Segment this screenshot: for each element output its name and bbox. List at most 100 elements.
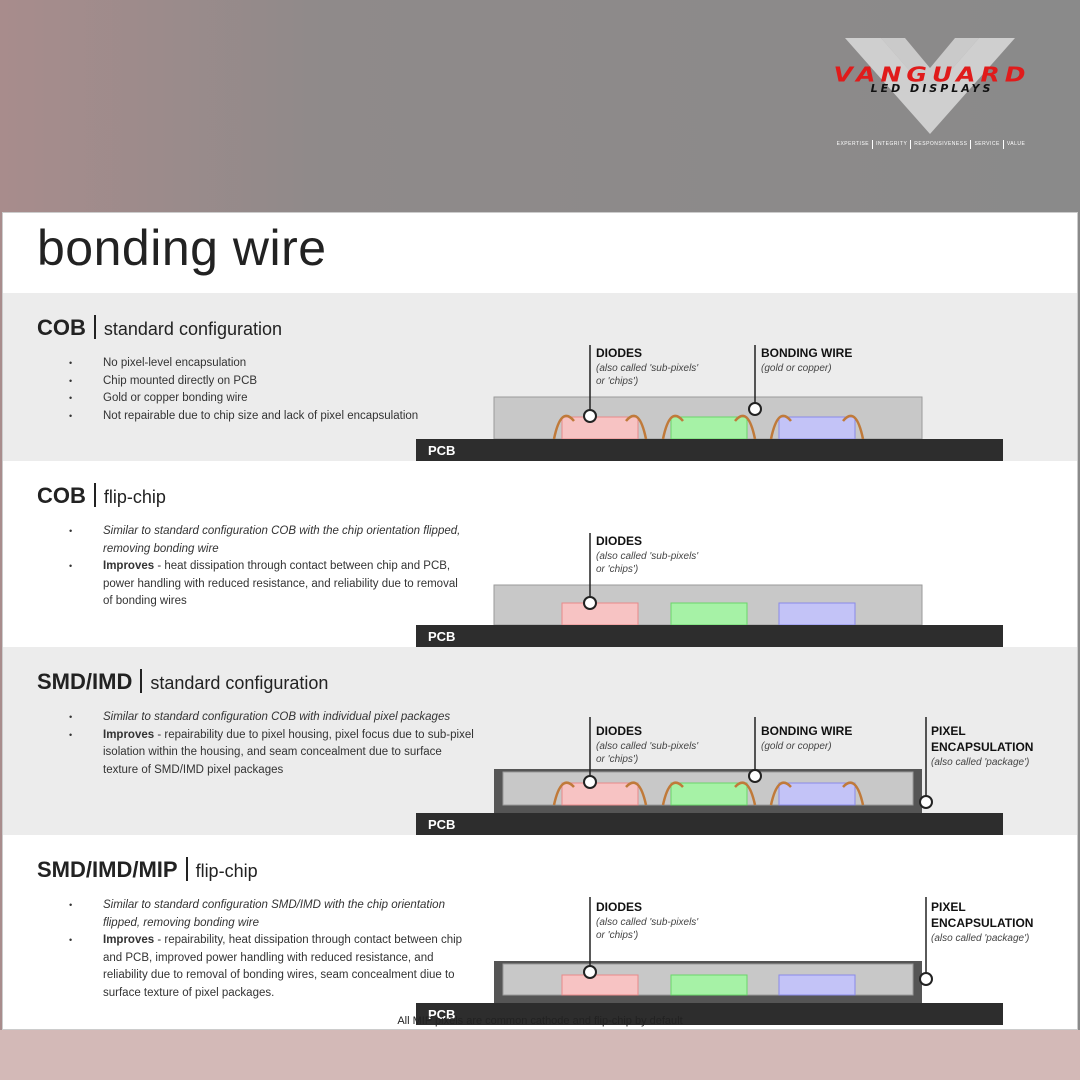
brand-value: EXPERTISE [834, 140, 874, 149]
pcb-board [416, 439, 1003, 461]
bullet-item: Similar to standard configuration SMD/IM… [69, 897, 481, 932]
diodes-note: or 'chips') [596, 376, 638, 387]
bonding-label: BONDING WIRE [761, 724, 852, 738]
diodes-note: or 'chips') [596, 564, 638, 575]
section-title: COB flip-chip [37, 483, 166, 509]
bonding-note: (gold or copper) [761, 741, 832, 752]
diodes-label: DIODES [596, 724, 642, 738]
bullet-list: No pixel-level encapsulation Chip mounte… [69, 355, 418, 425]
diodes-marker [583, 409, 597, 423]
diodes-label: DIODES [596, 534, 642, 548]
bullet-item: Similar to standard configuration COB wi… [69, 523, 469, 558]
section-smd-imd-standard: SMD/IMD standard configuration Similar to… [3, 647, 1077, 835]
diodes-note: (also called 'sub-pixels' [596, 741, 699, 752]
bullet-text: - repairability, heat dissipation throug… [103, 934, 463, 999]
pixel-label: ENCAPSULATION [931, 916, 1033, 930]
diodes-note: (also called 'sub-pixels' [596, 917, 699, 928]
bullet-item: Improves - heat dissipation through cont… [69, 558, 469, 611]
diodes-marker [583, 775, 597, 789]
red-chip [561, 782, 639, 806]
section-name: COB [37, 315, 86, 340]
cob-standard-diagram: PCB DIODES (also called 'sub-pixels' or … [416, 345, 1003, 461]
page-title: bonding wire [37, 220, 327, 276]
cob-flip-chip-diagram: PCB DIODES (also called 'sub-pixels' or … [416, 533, 1003, 647]
pcb-label: PCB [428, 1007, 455, 1022]
pcb-board [416, 1003, 1003, 1025]
pixel-note: (also called 'package') [931, 757, 1029, 768]
diodes-note: or 'chips') [596, 930, 638, 941]
section-name: COB [37, 483, 86, 508]
brand-value: INTEGRITY [873, 140, 912, 149]
section-name: SMD/IMD [37, 669, 133, 694]
bullet-text: - heat dissipation through contact betwe… [103, 560, 458, 607]
pixel-label: PIXEL [931, 724, 966, 738]
bullet-item: Gold or copper bonding wire [69, 390, 418, 408]
brand-value: SERVICE [971, 140, 1004, 149]
brand-value: RESPONSIVENESS [911, 140, 972, 149]
brand-value: VALUE [1006, 141, 1026, 147]
red-chip [561, 602, 639, 626]
brand-logo: VANGUARD LED DISPLAYS EXPERTISE INTEGRIT… [800, 36, 1060, 156]
title-divider [93, 483, 96, 507]
brand-sub: LED DISPLAYS [870, 82, 994, 95]
title-divider [185, 857, 188, 881]
bonding-marker [748, 402, 762, 416]
smd-imd-standard-diagram: PCB DIODES (also called 'sub-pixels' or … [416, 717, 1033, 835]
diodes-note: or 'chips') [596, 754, 638, 765]
section-config: standard configuration [103, 319, 283, 339]
diodes-label: DIODES [596, 900, 642, 914]
bullet-list: Similar to standard configuration COB wi… [69, 709, 479, 779]
bullet-item: Similar to standard configuration COB wi… [69, 709, 479, 727]
red-chip [561, 974, 639, 996]
section-smd-imd-mip-flip-chip: SMD/IMD/MIP flip-chip Similar to standard… [3, 835, 1077, 1029]
bonding-note: (gold or copper) [761, 363, 832, 374]
bonding-label: BONDING WIRE [761, 346, 852, 360]
blue-chip [778, 974, 856, 996]
improves-label: Improves [103, 934, 155, 946]
diodes-note: (also called 'sub-pixels' [596, 363, 699, 374]
bonding-wires [552, 414, 865, 440]
v-mark-icon [845, 38, 1015, 134]
blue-chip [778, 782, 856, 806]
bonding-marker [748, 769, 762, 783]
pcb-board [416, 813, 1003, 835]
bottom-band [0, 1030, 1080, 1080]
section-config: flip-chip [103, 487, 166, 507]
title-divider [93, 315, 96, 339]
diodes-note: (also called 'sub-pixels' [596, 551, 699, 562]
section-title: SMD/IMD standard configuration [37, 669, 328, 695]
bullet-item: Improves - repairability, heat dissipati… [69, 932, 481, 1002]
improves-label: Improves [103, 560, 155, 572]
section-title: COB standard configuration [37, 315, 282, 341]
bullet-item: Improves - repairability due to pixel ho… [69, 727, 479, 780]
diodes-label: DIODES [596, 346, 642, 360]
section-cob-standard: COB standard configuration No pixel-level… [3, 293, 1077, 461]
diodes-marker [583, 965, 597, 979]
bullet-item: Not repairable due to chip size and lack… [69, 408, 418, 426]
blue-chip [778, 602, 856, 626]
green-chip [670, 974, 748, 996]
pcb-label: PCB [428, 443, 455, 458]
pcb-label: PCB [428, 629, 455, 644]
pcb-board [416, 625, 1003, 647]
brand-values: EXPERTISE INTEGRITY RESPONSIVENESS SERVI… [816, 140, 1046, 149]
smd-imd-mip-flip-chip-diagram: PCB DIODES (also called 'sub-pixels' or … [416, 897, 1033, 1025]
section-title: SMD/IMD/MIP flip-chip [37, 857, 258, 883]
section-cob-flip-chip: COB flip-chip Similar to standard configu… [3, 461, 1077, 647]
bonding-wires [552, 781, 865, 806]
improves-label: Improves [103, 728, 155, 741]
section-name: SMD/IMD/MIP [37, 857, 178, 882]
pixel-note: (also called 'package') [931, 933, 1029, 944]
section-config: standard configuration [150, 673, 329, 693]
infographic-panel: bonding wire COB standard configuration N… [2, 212, 1078, 1030]
footnote: All MIP pixels are common cathode and fl… [397, 1015, 683, 1027]
bullet-item: Chip mounted directly on PCB [69, 373, 418, 391]
bullet-list: Similar to standard configuration COB wi… [69, 523, 469, 611]
brand-name: VANGUARD [833, 62, 1031, 87]
pixel-label: ENCAPSULATION [931, 740, 1033, 754]
section-config: flip-chip [195, 861, 258, 881]
pcb-label: PCB [428, 817, 455, 832]
green-chip [670, 602, 748, 626]
green-chip [670, 782, 748, 806]
pixel-marker [919, 972, 933, 986]
